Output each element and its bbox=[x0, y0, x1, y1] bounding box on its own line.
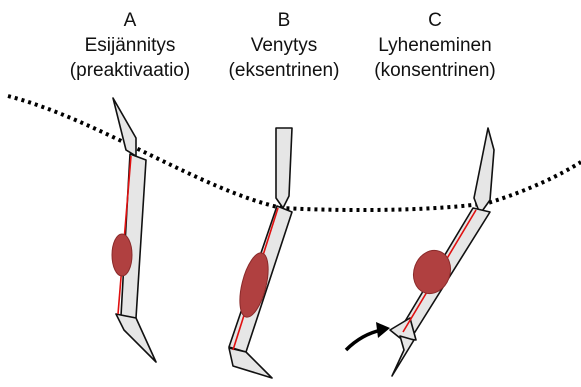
leg-c-toe bbox=[392, 336, 414, 376]
motion-arrow-head bbox=[376, 322, 390, 338]
leg-a-thigh bbox=[116, 314, 156, 362]
leg-b-upper-bone bbox=[276, 128, 292, 208]
leg-a-muscle bbox=[112, 234, 132, 276]
leg-b-foot bbox=[229, 348, 272, 378]
motion-arrow bbox=[346, 330, 382, 350]
leg-c bbox=[346, 128, 494, 376]
leg-a-foot bbox=[113, 98, 136, 156]
leg-a bbox=[112, 98, 156, 362]
leg-b bbox=[229, 128, 292, 378]
ground-trajectory-line bbox=[8, 96, 581, 210]
